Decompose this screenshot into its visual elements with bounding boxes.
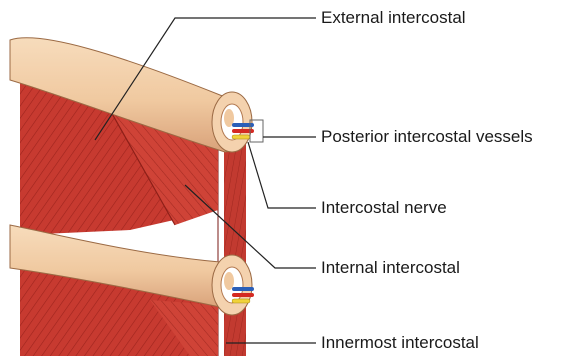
label-internal-intercostal: Internal intercostal — [321, 258, 460, 278]
lower-neurovascular-bundle — [232, 287, 254, 303]
label-external-intercostal: External intercostal — [321, 8, 466, 28]
label-innermost-intercostal: Innermost intercostal — [321, 333, 479, 353]
upper-neurovascular-bundle — [232, 120, 263, 142]
label-posterior-intercostal-vessels: Posterior intercostal vessels — [321, 127, 533, 147]
leader-nerve — [248, 142, 316, 208]
label-intercostal-nerve: Intercostal nerve — [321, 198, 447, 218]
